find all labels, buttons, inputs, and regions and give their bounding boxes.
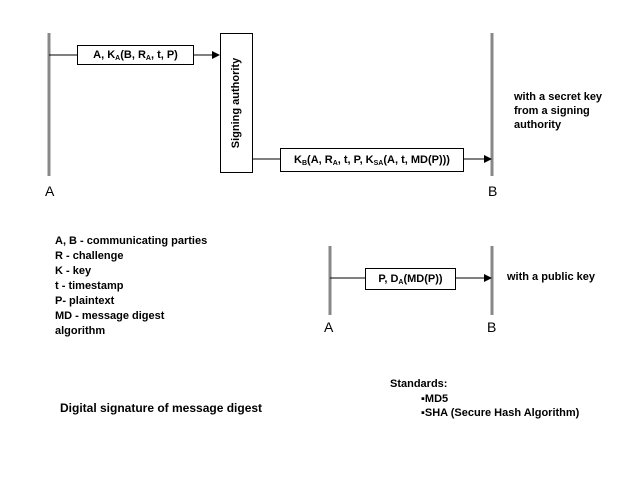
msg1-tail: , t, P) — [150, 49, 178, 61]
standards-title: Standards: — [390, 378, 448, 390]
msg3-sub: A — [398, 279, 404, 286]
standards-item: ▪SHA (Secure Hash Algorithm) — [421, 407, 580, 419]
legend-item: A, B - communicating parties — [55, 235, 208, 247]
label-a-2: A — [324, 319, 334, 335]
label-a-1: A — [45, 183, 55, 199]
secret-key-note-line: authority — [514, 119, 562, 131]
label-b-1: B — [488, 183, 498, 199]
standards-item: ▪MD5 — [421, 393, 449, 405]
secret-key-note-line: from a signing — [514, 105, 590, 117]
msg2-p1-sub: A — [332, 160, 338, 167]
public-key-note: with a public key — [507, 271, 596, 283]
msg2-k-sub: B — [301, 160, 308, 167]
msg1-sub1: A — [115, 55, 121, 62]
msg3-main: P, D — [378, 273, 399, 285]
legend-item: t - timestamp — [55, 280, 124, 292]
legend-item: algorithm — [55, 325, 106, 337]
signing-authority-label: Signing authority — [230, 57, 243, 149]
secret-key-note-line: with a secret key — [514, 91, 603, 103]
label-b-2: B — [487, 319, 497, 335]
message-box-2: KB(A, RA, t, P, KSA(A, t, MD(P))) — [280, 148, 464, 172]
message-box-3: P, DA(MD(P)) — [365, 268, 456, 290]
legend-item: P- plaintext — [55, 295, 115, 307]
msg2-p3: (A, t, MD(P))) — [383, 154, 450, 166]
msg2-k: K — [294, 154, 302, 166]
msg2-p2: , t, P, K — [337, 154, 374, 166]
signing-authority-box: Signing authority — [220, 33, 253, 173]
legend-item: MD - message digest — [55, 310, 165, 322]
msg3-tail: (MD(P)) — [403, 273, 443, 285]
caption: Digital signature of message digest — [60, 401, 263, 415]
standards-list: ▪MD5 ▪SHA (Secure Hash Algorithm) — [421, 392, 579, 420]
msg2-p2-sub: SA — [373, 160, 384, 167]
msg1-main: A, K — [93, 49, 116, 61]
message-box-1: A, KA(B, RA, t, P) — [77, 45, 194, 65]
legend-item: K - key — [55, 265, 92, 277]
legend-item: R - challenge — [55, 250, 124, 262]
legend: A, B - communicating parties R - challen… — [55, 234, 207, 339]
msg1-mid: (B, R — [120, 49, 146, 61]
secret-key-note: with a secret key from a signing authori… — [514, 90, 602, 132]
msg2-p1: (A, R — [307, 154, 333, 166]
msg1-sub2: A — [145, 55, 151, 62]
